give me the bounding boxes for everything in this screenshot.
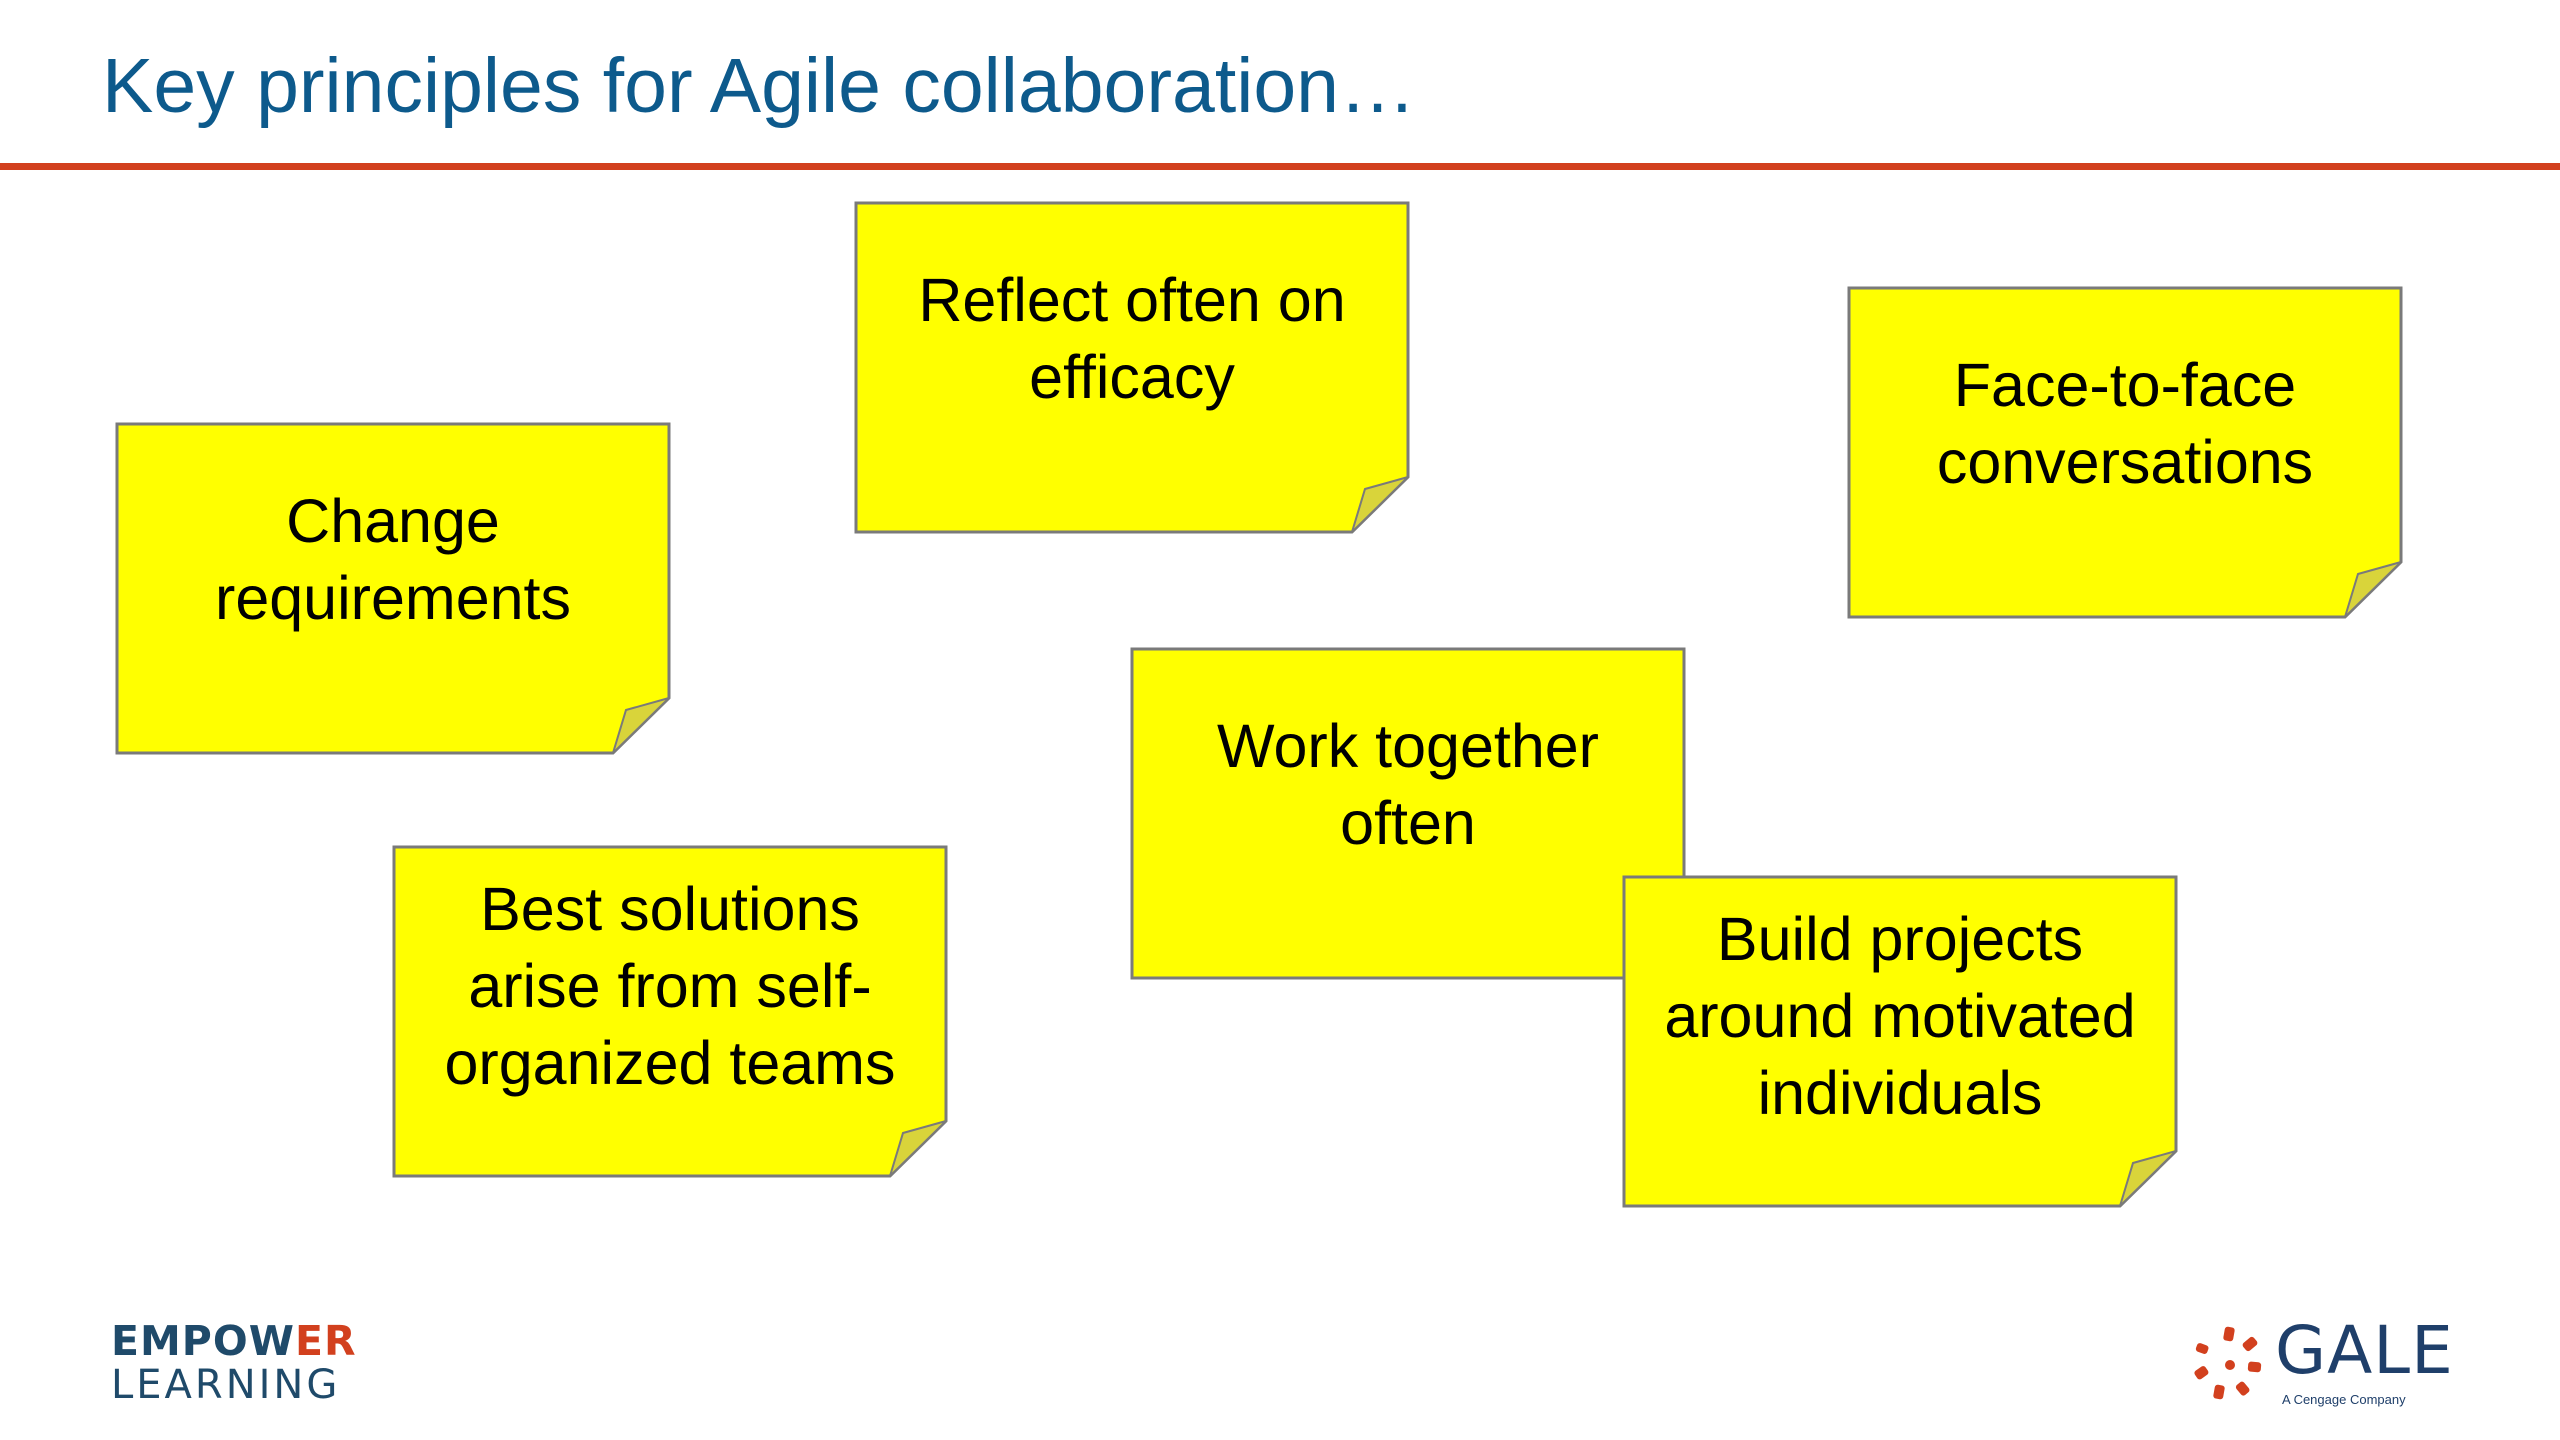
sticky-note-shape	[854, 201, 1410, 534]
sticky-note-change[interactable]: Change requirements	[115, 422, 671, 755]
sticky-note-text: Reflect often on efficacy	[918, 266, 1346, 411]
sticky-note-text: Face-to-face conversations	[1936, 351, 2314, 496]
sticky-note-shape	[1622, 875, 2178, 1208]
empower-learning-logo: EMPOWER LEARNING	[111, 1317, 357, 1408]
sticky-note-shape	[392, 845, 948, 1178]
sticky-note-shape	[115, 422, 671, 755]
title-divider	[0, 163, 2560, 170]
sticky-note-text: Best solutions arise from self- organize…	[444, 875, 896, 1097]
gale-logo: GALE A Cengage Company	[2190, 1314, 2453, 1415]
sticky-note-reflect[interactable]: Reflect often on efficacy	[854, 201, 1410, 534]
sticky-note-face-to-face[interactable]: Face-to-face conversations	[1847, 286, 2403, 619]
sticky-note-text: Work together often	[1217, 712, 1599, 857]
sticky-note-best-solutions[interactable]: Best solutions arise from self- organize…	[392, 845, 948, 1178]
sticky-note-text: Change requirements	[215, 487, 571, 632]
sticky-note-work-together[interactable]: Work together often	[1130, 647, 1686, 980]
sticky-note-text: Build projects around motivated individu…	[1664, 905, 2136, 1127]
slide-title: Key principles for Agile collaboration…	[102, 43, 1416, 129]
sticky-note-shape	[1847, 286, 2403, 619]
gale-burst-icon	[2194, 1326, 2262, 1400]
sticky-note-build-projects[interactable]: Build projects around motivated individu…	[1622, 875, 2178, 1208]
